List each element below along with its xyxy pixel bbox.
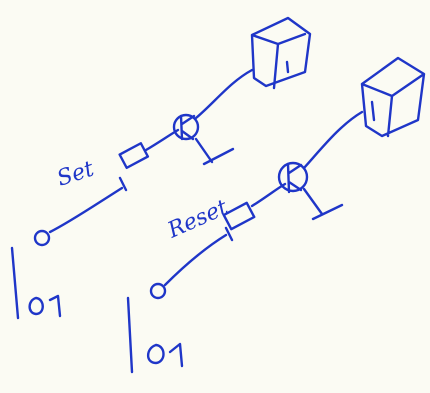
- bottom-transistor-base: [286, 162, 303, 194]
- top-switch-zero: [28, 296, 44, 316]
- top-switch-one: [48, 294, 62, 318]
- bottom-load-wire: [302, 110, 364, 170]
- bottom-switch-bar: [126, 296, 134, 374]
- top-switch-bar: [10, 246, 20, 320]
- top-input-wire: [48, 186, 124, 234]
- bottom-switch-one: [168, 342, 184, 368]
- bottom-switch-zero: [146, 343, 165, 365]
- top-ground: [194, 137, 235, 166]
- bottom-input-wire: [163, 233, 228, 287]
- bottom-load-box: [360, 56, 426, 138]
- bottom-ground: [302, 187, 344, 221]
- top-resistor: [118, 142, 150, 170]
- bottom-transistor: [277, 161, 309, 193]
- top-load-box: [250, 16, 312, 90]
- top-wire-tick: [118, 176, 128, 192]
- top-transistor-base: [179, 114, 196, 141]
- top-transistor: [172, 113, 200, 141]
- bottom-input-node: [149, 282, 167, 300]
- top-input-node: [33, 229, 51, 247]
- top-load-wire: [194, 68, 254, 120]
- bottom-wire-tick: [224, 226, 234, 242]
- bottom-resistor: [222, 201, 256, 231]
